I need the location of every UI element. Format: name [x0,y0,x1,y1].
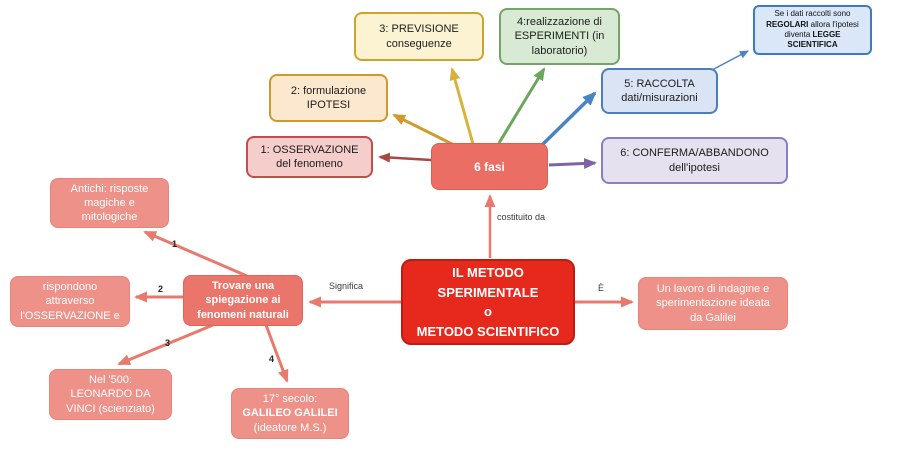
node-ipotesi: 2: formulazione IPOTESI [269,74,388,122]
node-galileo-label: 17° secolo: GALILEO GALILEI (ideatore M.… [237,392,343,434]
legge-text-1: Se i dati raccolti sono [774,9,851,19]
legge-text-2: allora l'ipotesi diventa [784,19,859,39]
edge-number-1: 1 [172,239,178,249]
edge-number-2: 2 [158,284,164,294]
edge-fasi-osservazione [378,152,432,163]
node-ipotesi-label: 2: formulazione IPOTESI [290,84,367,111]
node-raccolta-label: 5: RACCOLTA dati/misurazioni [621,77,698,104]
edge-label-e: È [598,283,605,293]
node-conferma-label: 6: CONFERMA/ABBANDONO dell'ipotesi [620,147,769,174]
edge-trovare-antichi [143,230,248,278]
edge-fasi-ipotesi [392,113,457,148]
node-6-fasi-label: 6 fasi [474,159,505,174]
node-rispondono: rispondono attraverso l'OSSERVAZIONE e [10,276,130,327]
legge-text-regolari: REGOLARI [766,19,809,29]
edge-fasi-conferma [548,157,597,169]
node-osservazione: 1: OSSERVAZIONE del fenomeno [246,136,373,178]
node-raccolta: 5: RACCOLTA dati/misurazioni [601,68,718,114]
galileo-line-2: GALILEO GALILEI [242,407,338,420]
edge-label-significa: Significa [329,281,364,291]
node-metodo-scientifico: IL METODO SPERIMENTALE o METODO SCIENTIF… [401,259,575,345]
node-leonardo: Nel '500: LEONARDO DA VINCI (scienziato) [49,369,172,420]
galileo-line-3: (ideatore M.S.) [253,421,327,434]
node-metodo-scientifico-label: IL METODO SPERIMENTALE o METODO SCIENTIF… [416,265,560,339]
edge-fasi-raccolta [538,91,597,149]
node-galileo: 17° secolo: GALILEO GALILEI (ideatore M.… [231,388,349,439]
node-conferma: 6: CONFERMA/ABBANDONO dell'ipotesi [601,137,788,184]
node-lavoro-indagine-label: Un lavoro di indagine e sperimentazione … [656,283,770,324]
node-6-fasi: 6 fasi [431,143,548,190]
edge-fasi-esperimenti [497,67,546,144]
legge-text-legge-scientifica: LEGGE SCIENTIFICA [787,30,841,50]
galileo-line-1: 17° secolo: [262,393,318,406]
node-leonardo-label: Nel '500: LEONARDO DA VINCI (scienziato) [66,374,155,415]
node-previsione-label: 3: PREVISIONE conseguenze [379,23,459,50]
node-osservazione-label: 1: OSSERVAZIONE del fenomeno [260,143,359,170]
node-legge-scientifica: Se i dati raccolti sono REGOLARI allora … [753,5,872,55]
node-trovare-spiegazione-label: Trovare una spiegazione ai fenomeni natu… [197,280,289,321]
node-trovare-spiegazione: Trovare una spiegazione ai fenomeni natu… [183,275,303,326]
edge-number-4: 4 [269,354,275,364]
edge-label-costituito-da: costituito da [497,212,546,222]
edge-trovare-galileo [264,324,289,383]
node-antichi-label: Antichi: risposte magiche e mitologiche [70,182,149,224]
node-lavoro-indagine: Un lavoro di indagine e sperimentazione … [638,277,788,330]
node-esperimenti-label: 4:realizzazione di ESPERIMENTI (in labor… [514,16,605,57]
node-legge-scientifica-label: Se i dati raccolti sono REGOLARI allora … [760,9,865,51]
node-previsione: 3: PREVISIONE conseguenze [354,12,484,61]
edge-fasi-previsione [449,67,475,145]
node-esperimenti: 4:realizzazione di ESPERIMENTI (in labor… [499,8,620,65]
edge-number-3: 3 [165,338,171,348]
edge-trovare-leonardo [117,323,214,366]
edge-raccolta-legge [711,50,749,71]
node-antichi: Antichi: risposte magiche e mitologiche [50,178,169,228]
node-rispondono-label: rispondono attraverso l'OSSERVAZIONE e [20,281,120,322]
